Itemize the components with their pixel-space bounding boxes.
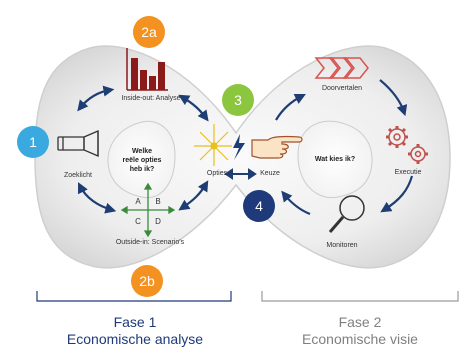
arrow-keuze-doorvertalen [275,94,306,121]
arrow-doorvertalen-executie [379,79,408,117]
pointing-hand-icon [251,135,303,159]
executie-label: Executie [394,169,422,176]
arrow-executie-monitoren [380,175,414,213]
chevron-arrows-icon [314,57,369,79]
left-inner-hole [107,120,176,199]
doorvertalen-label: Doorvertalen [321,85,363,92]
phase1-label: Fase 1 Economische analyse [67,314,203,348]
phase2-bracket [261,291,459,302]
bar-chart-icon [126,48,168,91]
badge-2b: 2b [131,265,163,297]
badge-1: 1 [17,126,49,158]
zoeklicht-label: Zoeklicht [63,172,93,179]
left-question: Welke reële opties heb ik? [122,148,162,173]
flashlight-icon [57,130,99,157]
scenario-letter-b: B [155,197,160,206]
arrow-zoeklicht-analyse [77,85,115,112]
phase1-title: Fase 1 [113,314,157,330]
bidirectional-arrow-icon [224,168,257,180]
scenario-letter-c: C [135,217,141,226]
phase1-bracket [36,291,232,302]
opties-label: Opties [206,170,228,177]
scenario-letter-a: A [135,197,141,206]
phase2-subtitle: Economische visie [302,331,418,347]
monitoren-label: Monitoren [326,242,358,249]
right-inner-hole [297,120,373,199]
compass-grid-icon [120,182,176,238]
infinity-band [34,45,451,269]
keuze-label: Keuze [260,170,280,177]
right-question: Wat kies ik? [314,156,356,163]
phase1-subtitle: Economische analyse [66,331,204,347]
analysis-label: Inside-out: Analyse [121,95,181,102]
arrow-scenarios-opties [178,180,209,211]
phase2-label: Fase 2 Economische visie [302,314,418,348]
magnifier-icon [328,195,365,233]
arrow-zoeklicht-scenarios [78,182,117,214]
flow-arrows [77,79,414,216]
bursting-star-icon [194,124,232,166]
badge-4: 4 [243,190,275,222]
lightning-icon [233,134,245,160]
badge-3: 3 [222,84,254,116]
badge-2a: 2a [133,16,165,48]
arrow-analyse-opties [178,94,209,122]
phase2-title: Fase 2 [338,314,382,330]
gears-icon [386,126,428,164]
arrow-monitoren-keuze [281,190,311,216]
scenarios-label: Outside-in: Scenario's [115,239,185,246]
scenario-letter-d: D [155,217,161,226]
